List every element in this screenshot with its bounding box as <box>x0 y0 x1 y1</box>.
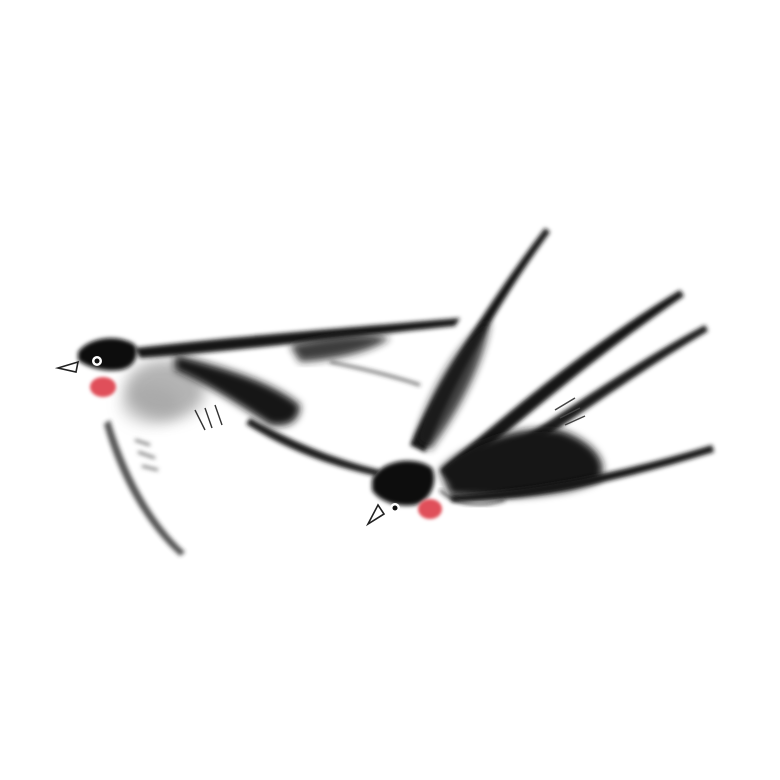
right-swallow-breast <box>439 489 506 506</box>
right-swallow-feather-tips <box>554 397 586 426</box>
left-swallow-wing-mass <box>290 334 390 362</box>
left-swallow-belly <box>120 385 180 425</box>
left-swallow-trailing-wing <box>104 420 185 556</box>
right-swallow-eye-pupil <box>392 505 398 511</box>
left-swallow-feet <box>194 404 223 431</box>
left-swallow-tail-line <box>329 361 421 386</box>
right-swallow-throat <box>418 499 442 519</box>
right-swallow-head <box>372 460 435 506</box>
right-swallow-beak <box>365 503 386 527</box>
left-swallow-upper-wing <box>135 318 460 358</box>
right-swallow <box>365 228 714 527</box>
left-swallow-eye-pupil <box>94 358 100 364</box>
left-swallow-head <box>78 338 137 371</box>
left-swallow-beak <box>54 360 80 373</box>
left-swallow-lower-wing <box>175 355 300 426</box>
right-swallow-body <box>440 429 603 497</box>
left-swallow <box>54 318 460 556</box>
left-swallow-throat <box>90 377 116 397</box>
left-swallow-tail <box>246 418 380 476</box>
right-swallow-tail <box>450 445 714 502</box>
right-swallow-second-wing <box>440 290 684 480</box>
left-swallow-trailing-wing-hatch <box>134 439 159 471</box>
right-swallow-upper-wing-fill <box>415 320 490 450</box>
